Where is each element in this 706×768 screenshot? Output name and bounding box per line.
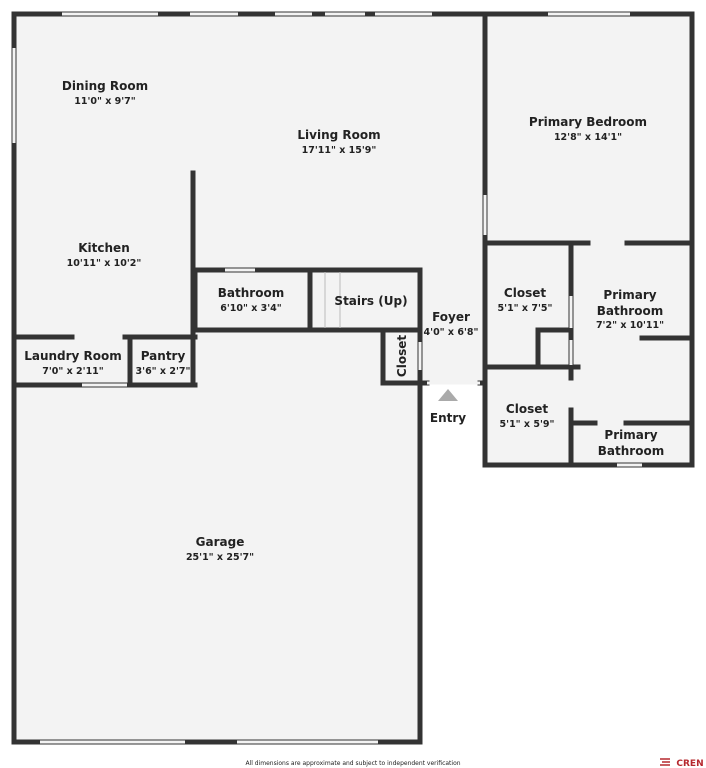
closet-dim: 5'1" x 7'5" — [498, 303, 553, 314]
primary-bath-2-label-2: Bathroom — [598, 444, 664, 458]
living-room-dim: 17'11" x 15'9" — [302, 145, 377, 156]
stairs-label: Stairs (Up) — [334, 294, 407, 308]
foyer-dim: 4'0" x 6'8" — [424, 327, 479, 338]
bedroom-label: Primary Bedroom — [529, 115, 647, 129]
garage-dim: 25'1" x 25'7" — [186, 552, 254, 563]
primary-bath-dim: 7'2" x 10'11" — [596, 320, 664, 331]
dining-room-label: Dining Room — [62, 79, 148, 93]
garage-label: Garage — [196, 535, 245, 549]
laundry-label: Laundry Room — [24, 349, 122, 363]
kitchen-dim: 10'11" x 10'2" — [67, 258, 142, 269]
bathroom-dim: 6'10" x 3'4" — [220, 303, 282, 314]
windows — [12, 12, 642, 744]
primary-bath-2-label: Primary — [604, 428, 657, 442]
cren-logo: CREN — [660, 758, 704, 768]
logo-mark-icon — [660, 758, 670, 766]
closet-2-label: Closet — [506, 402, 548, 416]
logo-text: CREN — [676, 759, 703, 768]
bedroom-dim: 12'8" x 14'1" — [554, 132, 622, 143]
stair-treads — [324, 272, 341, 328]
laundry-dim: 7'0" x 2'11" — [42, 366, 104, 377]
floors — [14, 14, 692, 742]
pantry-label: Pantry — [141, 349, 186, 363]
entry-arrow-icon — [438, 389, 458, 401]
foyer-label: Foyer — [432, 310, 470, 324]
primary-bath-label-2: Bathroom — [597, 304, 663, 318]
bathroom-label: Bathroom — [218, 286, 284, 300]
closet-label: Closet — [504, 286, 546, 300]
kitchen-label: Kitchen — [78, 241, 130, 255]
closet-2-dim: 5'1" x 5'9" — [500, 419, 555, 430]
foyer-closet-label: Closet — [395, 335, 409, 377]
disclaimer: All dimensions are approximate and subje… — [245, 760, 460, 767]
living-room-label: Living Room — [297, 128, 380, 142]
primary-bath-label: Primary — [603, 288, 656, 302]
pantry-dim: 3'6" x 2'7" — [136, 366, 191, 377]
entry-label: Entry — [430, 411, 466, 425]
dining-room-dim: 11'0" x 9'7" — [74, 96, 136, 107]
